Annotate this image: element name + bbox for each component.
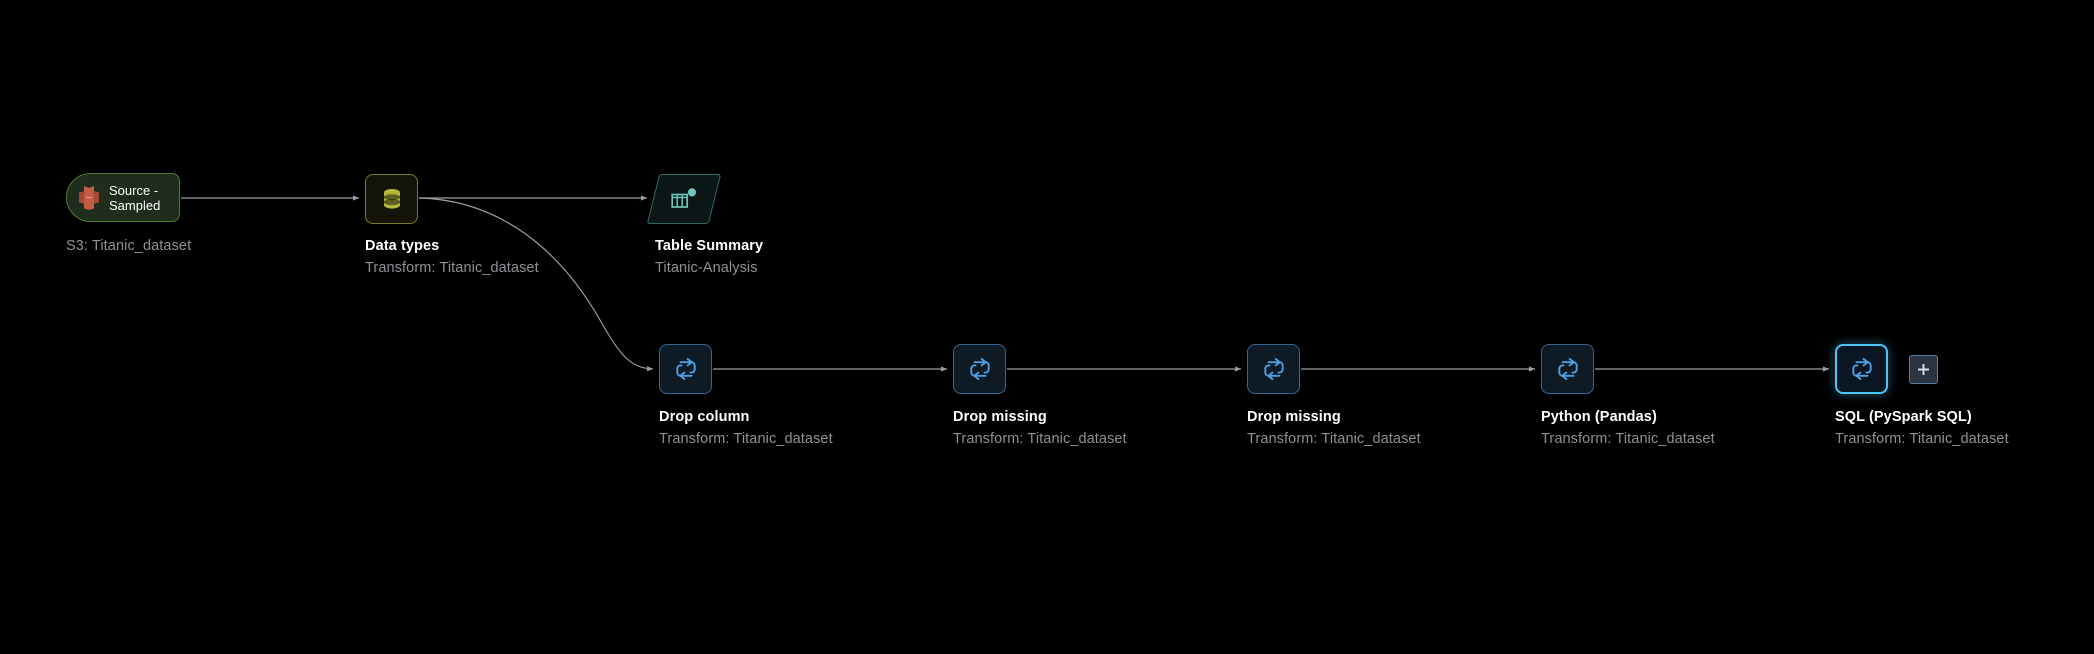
node-inline-label: Source - Sampled — [109, 182, 161, 213]
database-stack-icon — [383, 189, 400, 209]
node-title: Python (Pandas) — [1541, 409, 1657, 425]
edge-datatypes-to-dropcol — [418, 197, 654, 372]
node-subtitle: Transform: Titanic_dataset — [1835, 431, 2009, 447]
node-shape-drop-missing-2[interactable] — [1247, 344, 1300, 394]
transform-loop-icon — [1557, 357, 1578, 381]
add-step-button[interactable] — [1909, 355, 1938, 384]
node-shape-drop-column[interactable] — [659, 344, 712, 394]
node-labels-python-pandas: Python (Pandas) Transform: Titanic_datase… — [1541, 409, 1715, 448]
plus-icon — [1918, 364, 1929, 375]
node-title: Drop missing — [1247, 409, 1341, 425]
node-shape-source-sampled[interactable]: Source - Sampled — [66, 173, 180, 222]
node-subtitle: S3: Titanic_dataset — [66, 238, 192, 254]
node-subtitle: Transform: Titanic_dataset — [1541, 431, 1715, 447]
node-subtitle: Transform: Titanic_dataset — [1247, 431, 1421, 447]
node-title: Drop missing — [953, 409, 1047, 425]
transform-loop-icon — [675, 357, 696, 381]
node-shape-data-types[interactable] — [365, 174, 418, 224]
node-subtitle: Transform: Titanic_dataset — [365, 260, 539, 276]
node-subtitle: Transform: Titanic_dataset — [659, 431, 833, 447]
node-labels-sql-pyspark: SQL (PySpark SQL) Transform: Titanic_data… — [1835, 409, 2009, 448]
node-title: Drop column — [659, 409, 750, 425]
node-title: SQL (PySpark SQL) — [1835, 409, 1972, 425]
transform-loop-icon — [1263, 357, 1284, 381]
node-subtitle: Titanic-Analysis — [655, 260, 758, 276]
transform-loop-icon — [1851, 357, 1872, 381]
node-title: Data types — [365, 238, 440, 254]
node-shape-sql-pyspark[interactable] — [1835, 344, 1888, 394]
node-title: Table Summary — [655, 238, 764, 254]
node-shape-python-pandas[interactable] — [1541, 344, 1594, 394]
node-shape-drop-missing-1[interactable] — [953, 344, 1006, 394]
table-chart-icon — [671, 188, 697, 208]
s3-bucket-icon — [79, 185, 99, 210]
transform-loop-icon — [969, 357, 990, 381]
node-shape-table-summary[interactable] — [646, 174, 722, 224]
node-subtitle: Transform: Titanic_dataset — [953, 431, 1127, 447]
node-labels-source-sampled: S3: Titanic_dataset — [66, 238, 191, 255]
